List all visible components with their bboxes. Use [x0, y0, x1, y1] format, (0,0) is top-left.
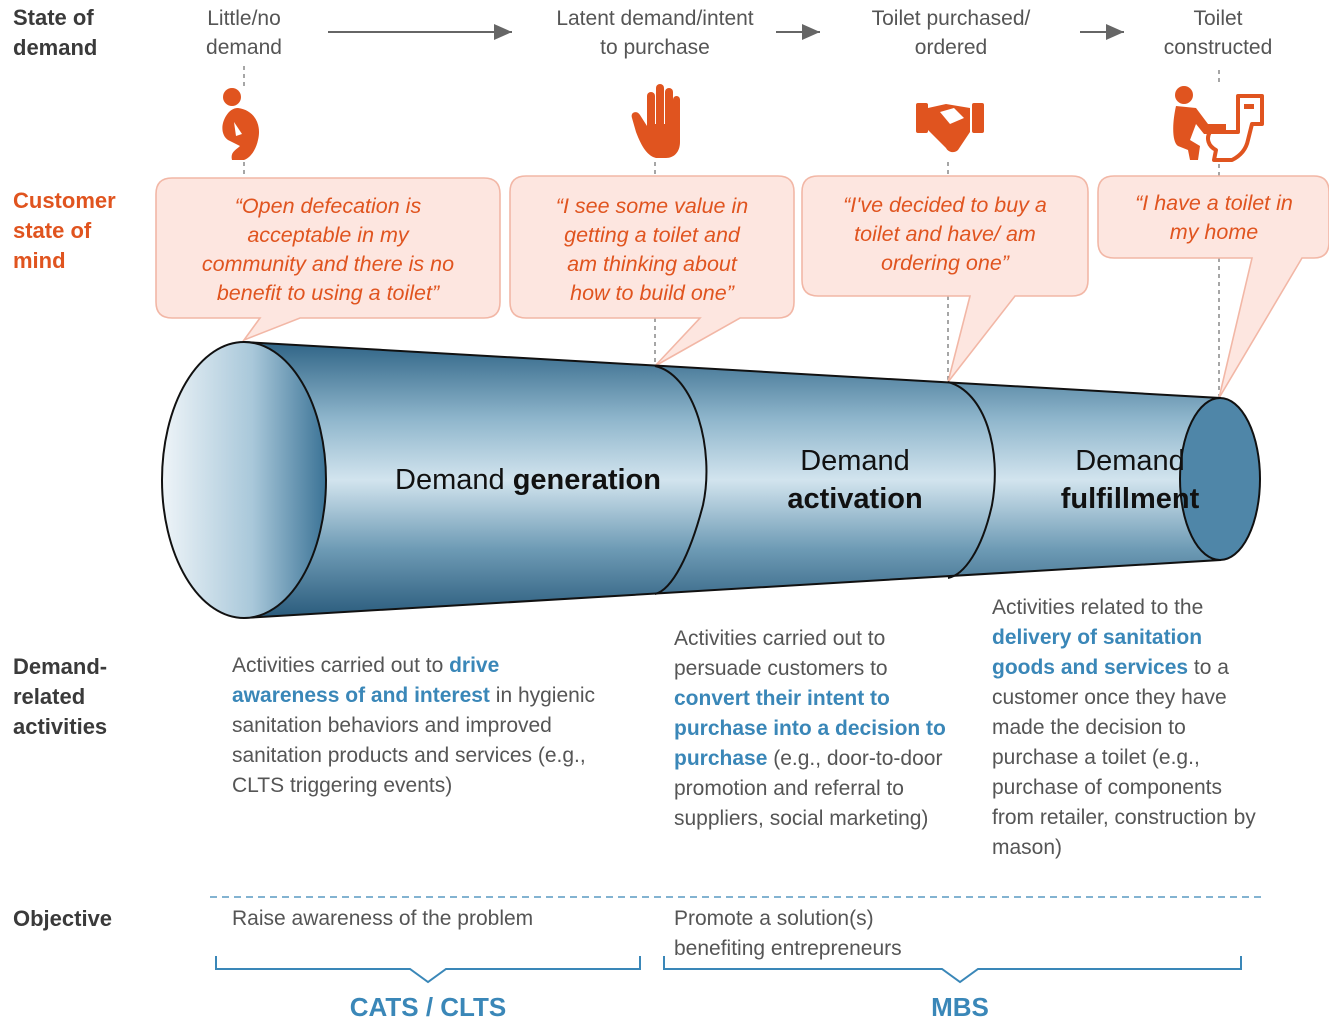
dashed-guides [243, 66, 1220, 398]
objective-cats-clts: Raise awareness of the problem [232, 907, 534, 930]
row-label-customer-state-of-mind: Customer state of mind [13, 188, 116, 273]
speech-bubble-2 [509, 175, 795, 367]
funnel-end-cap [1179, 397, 1261, 561]
speech-bubble-1 [155, 177, 501, 342]
stage-label-3: Toilet purchased/ordered [871, 7, 1031, 59]
speech-bubbles [155, 175, 1329, 399]
funnel-divider-1 [654, 365, 708, 595]
row-label-objective: Objective [13, 906, 113, 931]
row-label-state-of-demand: State of demand [13, 5, 98, 60]
funnel-label-generation: Demand generation [395, 464, 661, 496]
activity-demand-generation: Activities carried out to drive awarenes… [232, 654, 595, 797]
speech-bubble-3 [801, 175, 1089, 383]
activity-demand-activation: Activities carried out to persuade custo… [674, 627, 946, 830]
method-label-mbs: MBS [931, 992, 989, 1022]
funnel-divider-2 [947, 381, 996, 579]
speech-bubble-4 [1097, 175, 1329, 399]
funnel-open-end [161, 341, 327, 619]
method-label-cats-clts: CATS / CLTS [349, 992, 507, 1022]
activity-demand-fulfillment: Activities related to the delivery of sa… [992, 596, 1256, 859]
bracket-mbs [663, 956, 1242, 984]
bracket-cats-clts [215, 956, 641, 984]
objective-mbs: Promote a solution(s)benefiting entrepre… [674, 907, 902, 960]
row-label-demand-related-activities: Demand- related activities [13, 654, 108, 739]
